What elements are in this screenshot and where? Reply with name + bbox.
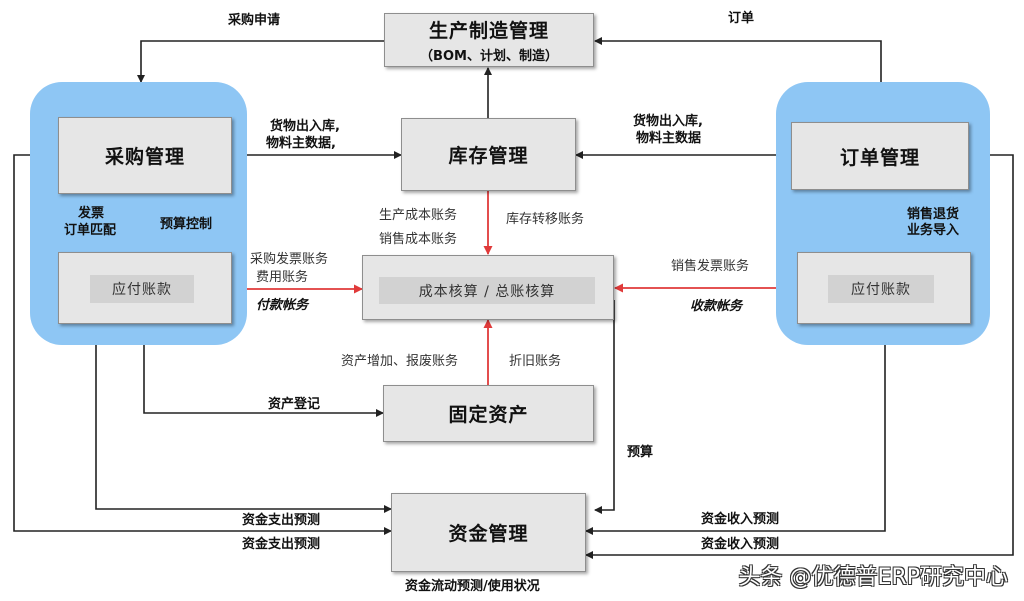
purchasing-title: 采购管理 bbox=[104, 146, 185, 168]
label-expense-forecast-1: 资金支出预测 bbox=[242, 513, 321, 528]
label-inventory-transfer: 库存转移账务 bbox=[506, 212, 585, 227]
orders-payables-label: 应付账款 bbox=[828, 275, 934, 303]
label-asset-register: 资产登记 bbox=[268, 397, 321, 412]
label-sales-invoice: 销售发票账务 bbox=[671, 259, 750, 274]
order-management-box[interactable]: 订单管理 bbox=[791, 122, 969, 190]
label-budget: 预算 bbox=[627, 445, 654, 460]
label-purchase-invoice: 采购发票账务 bbox=[250, 252, 329, 267]
label-sales-return-2: 业务导入 bbox=[907, 223, 960, 238]
label-income-forecast-2: 资金收入预测 bbox=[701, 537, 780, 552]
label-sales-return-1: 销售退货 bbox=[907, 207, 960, 222]
production-subtitle: （BOM、计划、制造） bbox=[420, 49, 558, 64]
label-income-forecast-1: 资金收入预测 bbox=[701, 512, 780, 527]
label-payment: 付款帐务 bbox=[256, 298, 309, 313]
label-cash-flow: 资金流动预测/使用状况 bbox=[405, 579, 540, 594]
inventory-title: 库存管理 bbox=[448, 145, 529, 167]
label-goods-left-2: 物料主数据, bbox=[266, 136, 336, 151]
label-invoice-1: 发票 bbox=[78, 206, 105, 221]
label-budget-control: 预算控制 bbox=[160, 217, 213, 232]
watermark: 头条 @优德普ERP研究中心 bbox=[738, 565, 1008, 590]
label-receipt: 收款帐务 bbox=[690, 299, 743, 314]
purchasing-payables-label: 应付账款 bbox=[90, 275, 194, 303]
funds-management-box[interactable]: 资金管理 bbox=[391, 493, 586, 572]
production-management-box[interactable]: 生产制造管理 （BOM、计划、制造） bbox=[384, 13, 594, 67]
label-expense-forecast-2: 资金支出预测 bbox=[242, 537, 321, 552]
label-purchase-request: 采购申请 bbox=[228, 13, 281, 28]
costing-ledger-label: 成本核算 / 总账核算 bbox=[379, 277, 595, 304]
orders-title: 订单管理 bbox=[839, 146, 920, 169]
funds-title: 资金管理 bbox=[448, 523, 529, 545]
label-goods-left-1: 货物出入库, bbox=[270, 119, 340, 134]
label-goods-right-2: 物料主数据 bbox=[636, 131, 702, 146]
fixed-assets-title: 固定资产 bbox=[448, 404, 529, 426]
label-depreciation: 折旧账务 bbox=[509, 354, 562, 369]
label-invoice-2: 订单匹配 bbox=[64, 223, 117, 238]
production-title: 生产制造管理 bbox=[428, 20, 549, 42]
purchasing-management-box[interactable]: 采购管理 bbox=[58, 117, 232, 194]
fixed-assets-box[interactable]: 固定资产 bbox=[383, 385, 594, 442]
inventory-management-box[interactable]: 库存管理 bbox=[401, 118, 576, 191]
label-order: 订单 bbox=[728, 11, 755, 26]
label-production-cost: 生产成本账务 bbox=[379, 208, 458, 223]
label-expense: 费用账务 bbox=[256, 270, 309, 285]
label-goods-right-1: 货物出入库, bbox=[633, 114, 703, 129]
label-asset-add-scrap: 资产增加、报废账务 bbox=[341, 354, 459, 369]
label-sales-cost: 销售成本账务 bbox=[379, 232, 458, 247]
